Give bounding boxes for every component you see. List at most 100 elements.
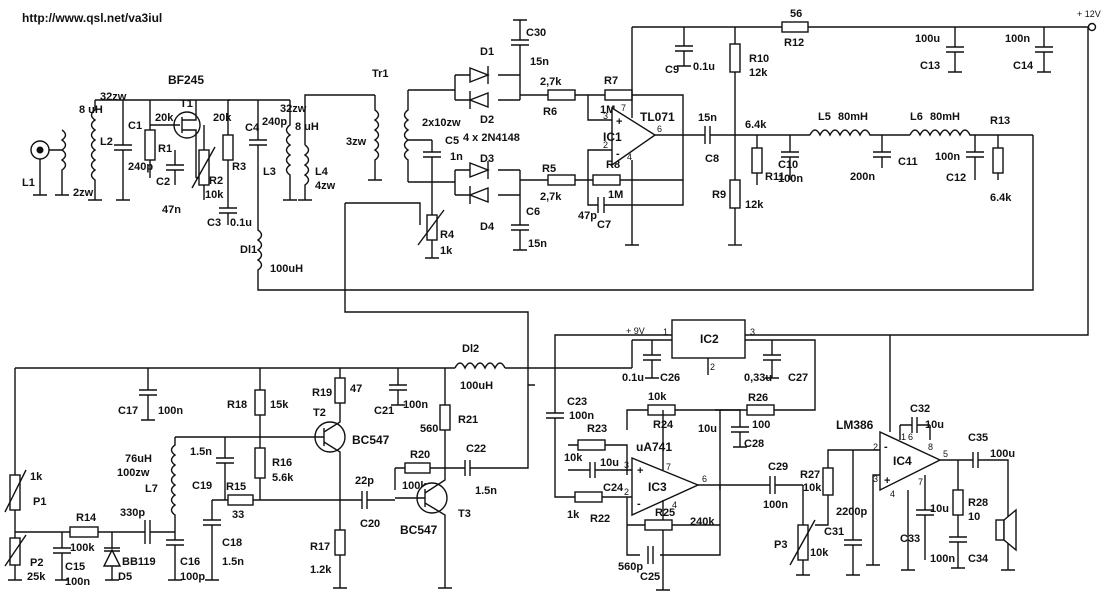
label-r9-val: 12k — [745, 199, 764, 211]
label-r28-val: 10 — [968, 511, 980, 523]
label-d5: D5 — [118, 571, 132, 583]
label-tr1: Tr1 — [372, 68, 389, 80]
resistor-r17 — [334, 529, 346, 556]
opamp-ic1 — [611, 106, 657, 167]
label-tr1-p: 3zw — [346, 136, 367, 148]
label-plus: + — [616, 116, 622, 128]
resistor-r9 — [729, 179, 741, 209]
label-p6: 6 — [908, 432, 913, 442]
label-l1: L1 — [22, 177, 35, 189]
resistor-r8 — [592, 174, 621, 186]
capacitor-c5 — [423, 140, 441, 200]
varicap-d5 — [102, 548, 122, 567]
label-t1: T1 — [180, 98, 193, 110]
label-c14-val: 100n — [1005, 33, 1030, 45]
speaker-icon — [995, 519, 1005, 541]
label-p5: 5 — [943, 449, 948, 459]
label-c8-val: 15n — [698, 112, 717, 124]
label-c33: C33 — [900, 533, 920, 545]
resistor-r15 — [227, 494, 254, 506]
diode-d1 — [455, 66, 520, 84]
label-p7: 7 — [918, 477, 923, 487]
potentiometer-r4 — [426, 214, 438, 241]
label-d1: D1 — [480, 46, 494, 58]
resistor-r27 — [822, 467, 834, 496]
label-r17: R17 — [310, 541, 330, 553]
label-c25: C25 — [640, 571, 660, 583]
capacitor-c2 — [166, 150, 184, 185]
resistor-r11 — [751, 147, 763, 174]
label-p7: 7 — [621, 103, 626, 113]
label-r6-val: 2,7k — [540, 76, 562, 88]
resistor-r24 — [647, 404, 676, 416]
capacitor-330p — [144, 520, 175, 544]
label-p8: 8 — [928, 442, 933, 452]
label-r26-val: 100 — [752, 419, 770, 431]
label-r13-val: 6.4k — [990, 192, 1012, 204]
label-p1-val: 1k — [30, 471, 43, 483]
label-c9-val: 0.1u — [693, 61, 715, 73]
label-r23: R23 — [587, 423, 607, 435]
label-c5-val: 1n — [450, 151, 463, 163]
label-c34: C34 — [968, 553, 989, 565]
label-r8-val: 1M — [608, 189, 623, 201]
capacitor-c21 — [389, 368, 407, 406]
label-tr1-s: 2x10zw — [422, 117, 461, 129]
label-r27: R27 — [800, 469, 820, 481]
label-r16-val: 5.6k — [272, 472, 294, 484]
label-c1-val: 240p — [128, 161, 153, 173]
diode-d3 — [455, 161, 520, 179]
capacitor-c33 — [916, 509, 934, 560]
label-d3: D3 — [480, 153, 494, 165]
capacitor-c25 — [647, 546, 654, 564]
label-minus: - — [616, 148, 620, 160]
label-c23: C23 — [567, 396, 587, 408]
label-c1: C1 — [128, 120, 142, 132]
label-minus: - — [884, 441, 888, 453]
label-r3: R3 — [232, 161, 246, 173]
label-r6: R6 — [543, 106, 557, 118]
label-r12: R12 — [784, 37, 804, 49]
label-c31-val: 2200p — [836, 506, 867, 518]
label-r13: R13 — [990, 115, 1010, 127]
label-c12: C12 — [946, 172, 966, 184]
capacitor-c32 — [900, 417, 930, 433]
resistor-r21 — [439, 404, 451, 431]
label-r15-val: 33 — [232, 509, 244, 521]
label-p3: 3 — [873, 474, 878, 484]
label-ic1: IC1 — [603, 130, 622, 144]
label-l5: L5 — [818, 111, 831, 123]
supply-12v-label: + 12V — [1077, 9, 1101, 19]
capacitor-c16 — [166, 525, 184, 581]
label-c2-val: 47n — [162, 204, 181, 216]
choke-dl1 — [256, 135, 1034, 291]
label-c22-val: 1.5n — [475, 485, 497, 497]
capacitor-c3 — [219, 200, 237, 225]
coil-l3 — [283, 100, 297, 201]
label-t3: T3 — [458, 508, 471, 520]
label-c32-val: 10u — [925, 419, 944, 431]
label-l4-turns: 4zw — [315, 180, 336, 192]
resistor-r16 — [254, 447, 266, 479]
label-c16: C16 — [180, 556, 200, 568]
label-p3-val: 10k — [810, 547, 829, 559]
label-c10-val: 100n — [778, 173, 803, 185]
label-p3: 3 — [624, 460, 629, 470]
supply-rail-12v — [554, 22, 1097, 413]
label-c6-val: 15n — [528, 238, 547, 250]
label-l6: L6 — [910, 111, 923, 123]
label-c13: C13 — [920, 60, 940, 72]
label-c30: C30 — [526, 27, 546, 39]
label-dl1-val: 100uH — [270, 263, 303, 275]
label-l3-ind: 8 uH — [295, 121, 319, 133]
label-p2: P2 — [30, 557, 43, 569]
capacitor-c22 — [445, 385, 529, 476]
label-l4: L4 — [315, 166, 329, 178]
label-dl1: Dl1 — [240, 244, 257, 256]
capacitor-c11 — [873, 135, 891, 168]
capacitor-c14 — [1035, 27, 1053, 73]
label-c23-val: 100n — [569, 410, 594, 422]
label-t1-type: BF245 — [168, 73, 204, 87]
resistor-r19 — [334, 377, 346, 404]
diode-d4 — [455, 186, 520, 204]
